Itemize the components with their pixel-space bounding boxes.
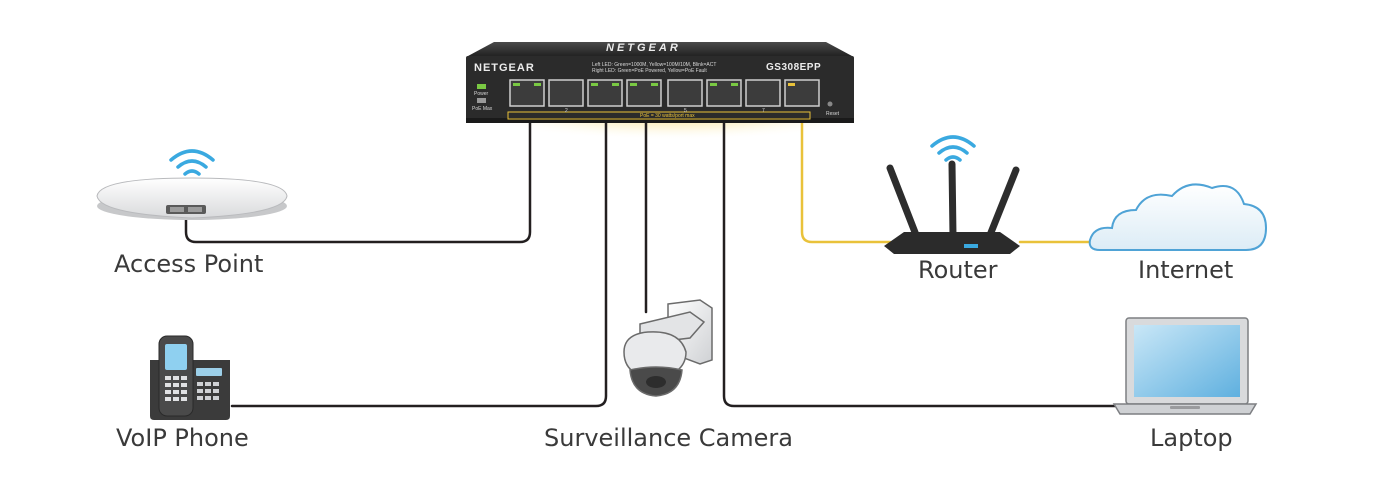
reset-label: Reset — [826, 111, 840, 117]
laptop-label: Laptop — [1150, 424, 1233, 452]
internet-label: Internet — [1138, 256, 1234, 284]
surveillance-camera — [623, 299, 713, 397]
switch-top — [468, 42, 852, 56]
wifi-icon — [169, 149, 215, 176]
camera-label: Surveillance Camera — [544, 424, 793, 452]
port-5 — [667, 79, 703, 107]
switch-front-brand: NETGEAR — [474, 62, 535, 74]
poe-port-rail — [507, 111, 811, 120]
cable-voip-phone — [230, 88, 608, 408]
power-led — [477, 84, 486, 89]
laptop-screen — [1134, 325, 1240, 397]
cable-laptop — [722, 88, 1122, 408]
cloud-icon — [1088, 183, 1268, 251]
access-point — [96, 177, 288, 220]
router — [884, 160, 1020, 254]
port-number-2: 2 — [565, 108, 568, 114]
router-label: Router — [918, 256, 998, 284]
voip-phone-label: VoIP Phone — [116, 424, 249, 452]
switch — [466, 42, 854, 123]
switch-ports — [509, 79, 820, 107]
cable-access-point — [184, 88, 532, 244]
port-number-7: 7 — [762, 108, 765, 114]
laptop — [1112, 317, 1258, 415]
port-7 — [745, 79, 781, 107]
led-legend-1: Left LED: Green=1000M, Yellow=100M/10M, … — [592, 62, 717, 68]
cable-router-uplink — [800, 88, 892, 244]
port-number-5: 5 — [684, 108, 687, 114]
wifi-icon — [930, 135, 976, 162]
switch-model: GS308EPP — [766, 62, 822, 73]
poe-note: PoE = 30 watts/port max — [640, 113, 695, 119]
port-2 — [548, 79, 584, 107]
poe-max-label: PoE Max — [472, 106, 493, 112]
voip-phone — [150, 335, 230, 420]
power-label: Power — [474, 91, 489, 97]
cables — [184, 88, 1122, 408]
reset-button — [827, 101, 833, 107]
access-point-label: Access Point — [114, 250, 264, 278]
poe-max-led — [477, 98, 486, 103]
switch-top-brand: NETGEAR — [606, 42, 681, 54]
led-legend-2: Right LED: Green=PoE Powered, Yellow=PoE… — [592, 68, 707, 74]
